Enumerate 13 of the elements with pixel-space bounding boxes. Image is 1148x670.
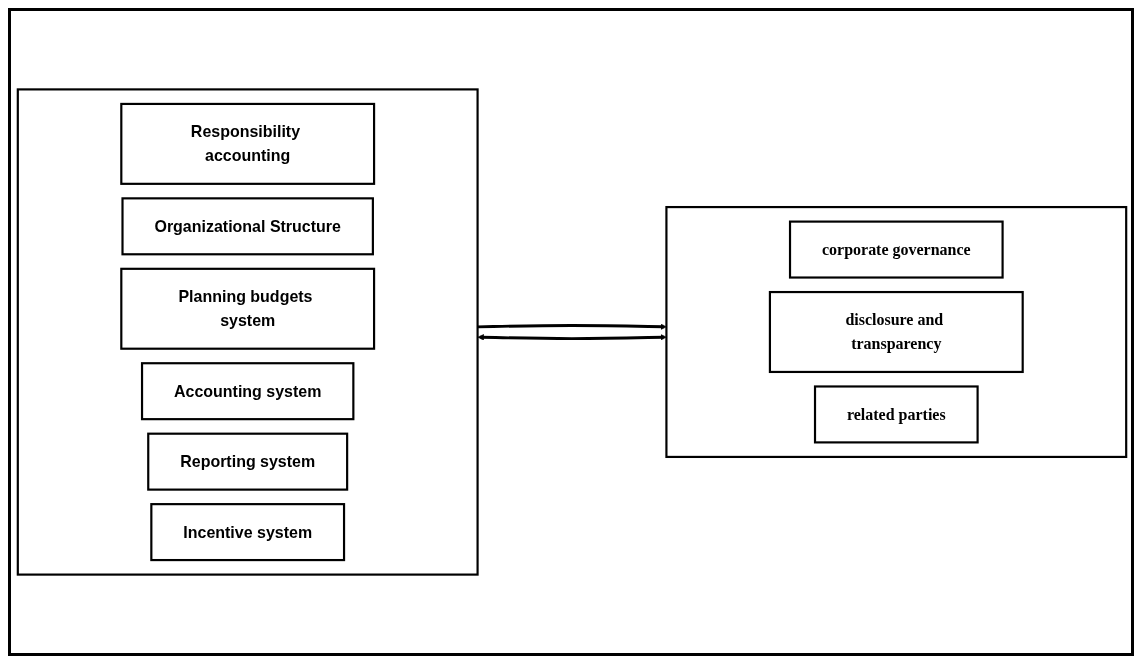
arrow bbox=[477, 334, 667, 341]
arrow bbox=[477, 323, 667, 330]
node-box: corporate governance bbox=[788, 220, 1004, 279]
node-box: Responsibility accounting bbox=[120, 102, 376, 185]
node-box: Organizational Structure bbox=[121, 197, 374, 256]
node-box: Incentive system bbox=[150, 503, 346, 562]
node-box: Accounting system bbox=[140, 362, 355, 421]
node-box: disclosure and transparency bbox=[768, 290, 1024, 374]
cluster bbox=[665, 206, 1128, 458]
cluster bbox=[16, 88, 479, 576]
node-box: Planning budgets system bbox=[120, 267, 376, 350]
node-box: related parties bbox=[813, 385, 979, 444]
node-box: Reporting system bbox=[147, 432, 349, 491]
